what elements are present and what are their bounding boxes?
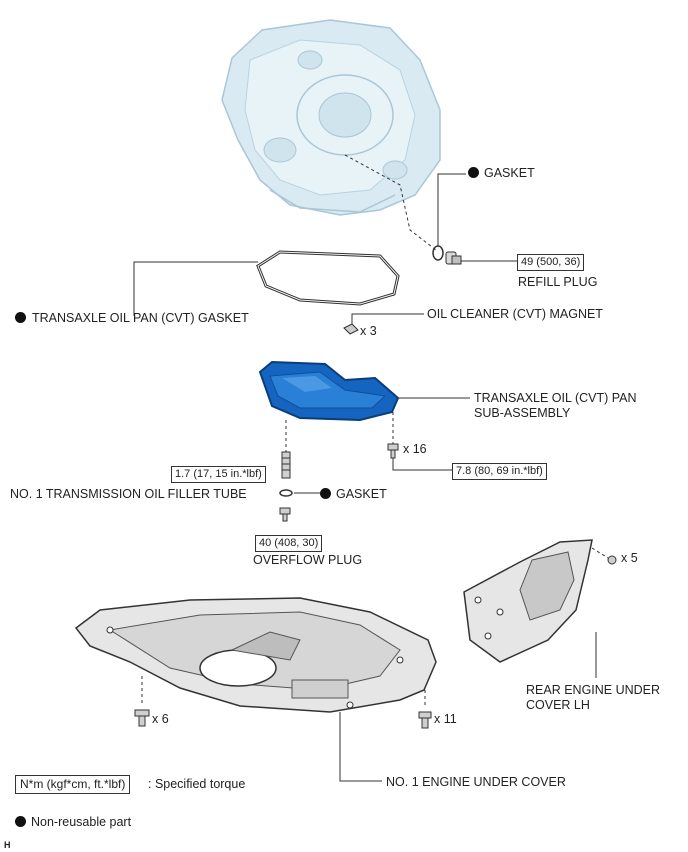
mid-gasket-ring — [279, 489, 293, 497]
overflow-plug-label: OVERFLOW PLUG — [253, 553, 363, 567]
pan-gasket-label: TRANSAXLE OIL PAN (CVT) GASKET — [32, 311, 249, 325]
engine-under-cover-part — [74, 597, 437, 713]
cover-clip-left-part — [134, 709, 150, 727]
overflow-plug-part — [279, 507, 291, 522]
gasket-mid-label: GASKET — [336, 487, 387, 501]
cover-clip-right-part — [418, 711, 432, 729]
refill-plug-label: REFILL PLUG — [518, 275, 598, 289]
rear-clip-part — [607, 555, 617, 565]
rear-clips-qty: x 5 — [621, 551, 638, 565]
footer-code: H — [4, 840, 11, 850]
oil-pan-part — [258, 360, 400, 422]
rear-cover-label-line2: COVER LH — [526, 698, 590, 712]
pan-bolt-qty: x 16 — [403, 442, 427, 456]
engine-cover-label: NO. 1 ENGINE UNDER COVER — [386, 775, 566, 789]
refill-gasket-ring — [432, 245, 444, 261]
filler-tube-label: NO. 1 TRANSMISSION OIL FILLER TUBE — [10, 487, 247, 501]
legend-torque-text: : Specified torque — [148, 777, 246, 791]
nonreusable-dot — [468, 167, 479, 178]
transaxle-assembly — [221, 19, 441, 216]
cover-clips-left-qty: x 6 — [152, 712, 169, 726]
filler-torque-box: 1.7 (17, 15 in.*lbf) — [171, 466, 266, 483]
nonreusable-dot — [320, 488, 331, 499]
cover-clips-right-qty: x 11 — [434, 712, 457, 726]
refill-torque-box: 49 (500, 36) — [517, 254, 585, 271]
magnet-qty: x 3 — [360, 324, 377, 338]
rear-under-cover-part — [463, 539, 593, 663]
nonreusable-dot — [15, 312, 26, 323]
legend-nonreusable-dot — [15, 816, 26, 827]
magnet-label: OIL CLEANER (CVT) MAGNET — [427, 307, 603, 321]
gasket-top-label: GASKET — [484, 166, 535, 180]
overflow-torque-box: 40 (408, 30) — [255, 535, 323, 552]
rear-cover-label-line1: REAR ENGINE UNDER — [526, 683, 661, 697]
filler-tube-part — [281, 451, 291, 479]
pan-label-line2: SUB-ASSEMBLY — [474, 406, 571, 420]
legend-nonreusable-text: Non-reusable part — [31, 815, 132, 829]
refill-plug-part — [445, 251, 462, 265]
pan-bolt-torque-box: 7.8 (80, 69 in.*lbf) — [452, 463, 547, 480]
pan-bolt-part — [387, 443, 399, 459]
legend-torque-box: N*m (kgf*cm, ft.*lbf) — [15, 775, 131, 794]
pan-label-line1: TRANSAXLE OIL (CVT) PAN — [474, 391, 637, 405]
magnet-part — [343, 323, 359, 335]
pan-gasket-part — [256, 250, 400, 306]
